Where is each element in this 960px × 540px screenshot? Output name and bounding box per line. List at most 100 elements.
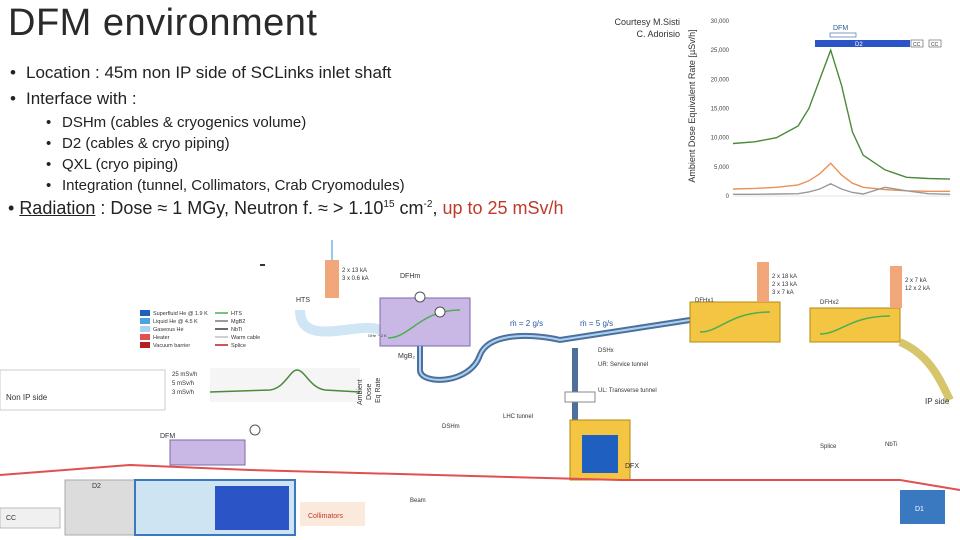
chart-annot-cc-2: CC xyxy=(931,42,939,48)
beam-line xyxy=(0,463,960,491)
chart-dfm-box xyxy=(829,32,857,38)
chart-series-line-2 xyxy=(733,183,951,195)
dfhx2-hts-curve xyxy=(819,315,891,335)
dfhx1-hts-curve xyxy=(699,311,771,333)
legend2-label: MgB2 xyxy=(231,319,245,325)
dfhm-hts-curve xyxy=(387,309,461,339)
current-far-1: 2 x 7 kA xyxy=(905,278,927,284)
dose-level-2: 5 mSv/h xyxy=(172,381,194,387)
legend-swatch xyxy=(140,310,150,316)
radiation-text-1: : Dose ≈ 1 MGy, Neutron f. ≈ > 1.10 xyxy=(95,198,384,218)
legend2-label: HTS xyxy=(231,311,242,317)
dfhx2-label: DFHx2 xyxy=(820,300,839,306)
radiation-text-2: cm xyxy=(394,198,424,218)
legend-swatch xyxy=(140,326,150,332)
cryo-diagram: DFHm 2 x 13 kA 3 x 0.6 kA HTS GHe ~ 2 K … xyxy=(0,240,960,536)
courtesy-note: Courtesy M.Sisti C. Adorisio xyxy=(598,16,680,40)
ip-label: IP side xyxy=(925,397,950,406)
chart-y-tick-label: 15,000 xyxy=(711,107,730,113)
sub-bullet-dshm: DSHm (cables & cryogenics volume) xyxy=(8,112,668,133)
chart-y-tick-label: 10,000 xyxy=(711,136,730,142)
legend-swatch xyxy=(140,318,150,324)
nbti-label: NbTi xyxy=(885,442,897,448)
dfhx1-box xyxy=(689,301,781,343)
chart-annot-d2: D2 xyxy=(855,42,863,48)
flow-rate-1: ṁ = 2 g/s xyxy=(510,319,543,328)
ambient-label-2: Dose xyxy=(366,384,373,400)
radiation-sup-2: -2 xyxy=(423,199,433,210)
bullet-list: Location : 45m non IP side of SCLinks in… xyxy=(8,60,668,196)
sub-bullet-qxl: QXL (cryo piping) xyxy=(8,154,668,175)
non-ip-box xyxy=(0,369,166,411)
cc-block xyxy=(0,507,61,529)
chart-y-tick-label: 25,000 xyxy=(711,48,730,54)
dfm-box xyxy=(169,439,246,466)
legend-swatch xyxy=(140,334,150,340)
chart-cc-box-2 xyxy=(928,39,942,48)
pipe-hts-gas xyxy=(295,309,402,343)
dfx-label: DFX xyxy=(625,463,639,470)
current-right-3: 3 x 7 kA xyxy=(772,290,794,296)
collimators-label: Collimators xyxy=(308,513,344,520)
d2-inner xyxy=(215,486,289,530)
legend-label: Heater xyxy=(153,335,170,341)
mini-dose-curve xyxy=(209,369,361,393)
sub-bullet-integration: Integration (tunnel, Collimators, Crab C… xyxy=(8,175,668,196)
dose-level-3: 3 mSv/h xyxy=(172,390,194,396)
splice-label: Splice xyxy=(820,444,837,450)
collimators-block xyxy=(300,502,365,526)
non-ip-label: Non IP side xyxy=(6,393,48,402)
mgb2-transfer-line-inner xyxy=(419,319,691,381)
current-lead-right xyxy=(757,262,769,302)
radiation-bullet: • Radiation : Dose ≈ 1 MGy, Neutron f. ≈… xyxy=(8,198,564,219)
dose-level-1: 25 mSv/h xyxy=(172,372,197,378)
ambient-label-1: Ambient xyxy=(357,379,364,405)
hts-label: HTS xyxy=(296,297,310,304)
chart-series xyxy=(732,48,951,195)
radiation-text-3: , xyxy=(432,198,443,218)
radiation-bullet-dot: • xyxy=(8,198,20,218)
legend-label: Gaseous He xyxy=(153,327,184,333)
legend-label: Superfluid He @ 1.9 K xyxy=(153,311,208,317)
current-left-1: 2 x 13 kA xyxy=(342,268,367,274)
ul-label: UL: Transverse tunnel xyxy=(598,388,657,394)
chart-d2-bar xyxy=(815,40,910,47)
chart-y-tick-label: 30,000 xyxy=(711,19,730,25)
courtesy-line-1: Courtesy M.Sisti xyxy=(614,17,680,27)
dfm-label: DFM xyxy=(160,433,175,440)
ambient-label-3: Eq Rate xyxy=(375,378,382,403)
current-right-1: 2 x 18 kA xyxy=(772,274,797,280)
radiation-sup-1: 15 xyxy=(383,199,395,210)
shaft-gap xyxy=(564,391,596,403)
slide-title: DFM environment xyxy=(8,2,318,44)
sub-bullet-d2: D2 (cables & cryo piping) xyxy=(8,133,668,154)
chart-y-tick-label: 5,000 xyxy=(714,165,730,171)
flow-rate-2: ṁ = 5 g/s xyxy=(580,319,613,328)
legend-label: Vacuum barrier xyxy=(153,343,190,349)
chart-series-line-0 xyxy=(732,48,951,180)
current-far-2: 12 x 2 kA xyxy=(905,286,930,292)
beam-label: Beam xyxy=(410,498,426,504)
dfhm-label: DFHm xyxy=(400,273,420,280)
chart-y-tick-label: 20,000 xyxy=(711,77,730,83)
dfx-inner xyxy=(582,435,618,473)
radiation-label: Radiation xyxy=(19,198,96,218)
mini-dose-chart-bg xyxy=(210,368,360,402)
ur-label: UR: Service tunnel xyxy=(598,362,648,368)
dshx-label: DSHx xyxy=(598,348,614,354)
current-right-2: 2 x 13 kA xyxy=(772,282,797,288)
legend2-label: Warm cable xyxy=(231,335,260,341)
d1-block xyxy=(900,490,945,524)
pipe-right-bundle xyxy=(898,338,954,402)
courtesy-line-2: C. Adorisio xyxy=(636,29,680,39)
chart-cc-box-1 xyxy=(910,39,924,48)
temp-sensor-dfhm xyxy=(414,291,426,303)
temp-sensor-dfhm-2 xyxy=(434,306,446,318)
dfhx1-label: DFHx1 xyxy=(695,298,714,304)
chart-annot-dfm: DFM xyxy=(833,25,848,32)
current-left-2: 3 x 0.6 kA xyxy=(342,276,369,282)
bullet-interface: Interface with : xyxy=(8,86,668,112)
dfhm-tiny-label: GHe ~ 2 K xyxy=(368,333,387,338)
current-lead-far xyxy=(890,266,902,308)
